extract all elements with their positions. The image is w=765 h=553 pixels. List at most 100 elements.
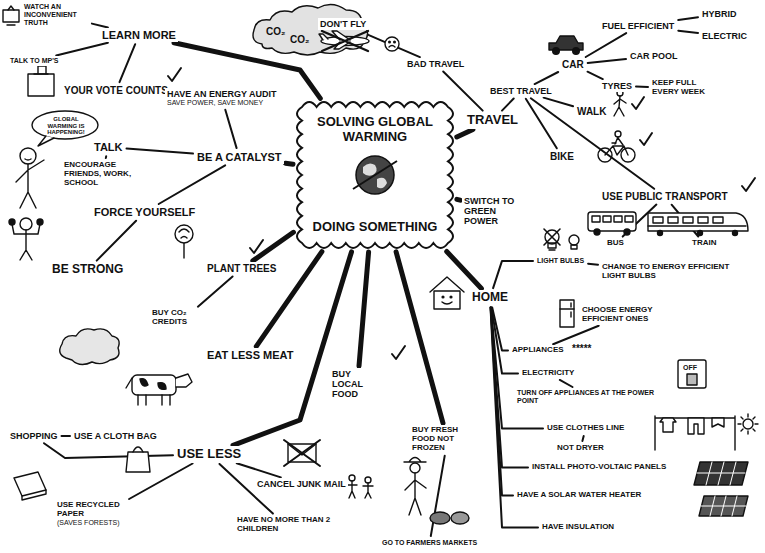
topic-branch-label: BE A CATALYST [195, 150, 284, 164]
topic-text: BEST TRAVEL [490, 86, 552, 96]
topic-text: BUY CO₂ CREDITS [152, 309, 218, 327]
topic-text: BUY FRESH FOOD NOT FROZEN [412, 426, 483, 453]
cloth-bag-icon [126, 447, 150, 472]
topic-text: SWITCH TO GREEN POWER [464, 196, 530, 226]
branch-line [286, 163, 294, 164]
topic-branch-label: PLANT TREES [205, 262, 278, 275]
topic-branch-label: NOT DRYER [555, 443, 606, 454]
branch-line [588, 264, 598, 265]
topic-text: KEEP FULL EVERY WEEK [652, 79, 713, 97]
topic-branch-label: TURN OFF APPLIANCES AT THE POWER POINT [515, 388, 665, 406]
topic-text: INSTALL PHOTO-VOLTAIC PANELS [532, 463, 666, 472]
topic-branch-label: HAVE INSULATION [540, 522, 616, 533]
branch-line [678, 31, 698, 33]
topic-text: USE LESS [177, 447, 241, 462]
branch-line [553, 326, 599, 345]
topic-text: HAVE INSULATION [542, 523, 614, 532]
topic-text: CAR [562, 59, 584, 70]
branch-line [120, 44, 136, 82]
topic-text: CHOOSE ENERGY EFFICIENT ONES [582, 306, 668, 324]
topic-branch-label: YOUR VOTE COUNTS [62, 84, 170, 97]
house-icon [430, 277, 464, 309]
topic-branch-label: TALK TO MP'S [8, 56, 60, 66]
topic-branch-label: BEST TRAVEL [488, 85, 554, 97]
topic-text: BUY LOCAL FOOD [332, 369, 383, 399]
topic-branch-label: SHOPPING [8, 430, 60, 442]
branch-line [491, 307, 513, 495]
topic-text: TURN OFF APPLIANCES AT THE POWER POINT [517, 389, 663, 405]
walker-icon [614, 90, 644, 116]
branch-line [457, 129, 473, 137]
central-cloud: SOLVING GLOBAL WARMINGDOING SOMETHING [295, 100, 455, 250]
cloud-border [297, 102, 453, 248]
topic-branch-label: HOME [470, 290, 510, 305]
topic-branch-label: FUEL EFFICIENT [600, 20, 676, 32]
topic-branch-label: LIGHT BULBS [535, 256, 586, 266]
speech-bubble [32, 111, 98, 139]
branch-line [92, 24, 108, 28]
topic-branch-label: CHANGE TO ENERGY EFFICIENT LIGHT BULBS [600, 262, 740, 282]
topic-text: BAD TRAVEL [407, 59, 464, 69]
topic-text: HYBRID [702, 9, 737, 19]
topic-branch-label: CAR [560, 58, 586, 71]
topic-text: BUS [607, 239, 624, 248]
topic-text: TALK TO MP'S [10, 57, 58, 65]
topic-branch-label: CHOOSE ENERGY EFFICIENT ONES [580, 305, 670, 325]
topic-branch-label: LEARN MORE [100, 28, 178, 42]
topic-text: PLANT TREES [207, 263, 276, 274]
topic-branch-label: HAVE NO MORE THAN 2 CHILDREN [235, 515, 335, 535]
topic-branch-label: USE CLOTHES LINE [545, 423, 626, 434]
branch-line [225, 110, 236, 148]
branch-line [44, 443, 173, 458]
topic-branch-label: USE LESS [175, 446, 243, 463]
gas-label: CO₂ [266, 26, 285, 37]
topic-text: HAVE NO MORE THAN 2 CHILDREN [237, 516, 333, 534]
topic-note: (SAVES FORESTS) [57, 519, 148, 527]
switch-label: OFF [683, 364, 697, 372]
topic-text: FORCE YOURSELF [94, 206, 195, 218]
branch-line [159, 165, 226, 204]
clothes-line-icon [655, 416, 735, 450]
branch-line [97, 221, 136, 261]
check-mark [742, 178, 755, 191]
gas-label: CO₂ [290, 34, 309, 45]
strong-figure-icon [9, 218, 43, 260]
branch-line [560, 380, 573, 387]
topic-branch-label: TALK [92, 140, 125, 154]
branch-line [678, 17, 698, 20]
topic-text: USE A CLOTH BAG [74, 431, 157, 441]
topic-branch-label: TRAVEL [465, 112, 520, 129]
light-bulb-icon [544, 229, 579, 250]
topic-text: LEARN MORE [102, 29, 176, 41]
topic-branch-label: GO TO FARMERS MARKETS [380, 538, 479, 548]
topic-text: WATCH AN INCONVENIENT TRUTH [24, 3, 88, 26]
topic-branch-label: ELECTRIC [700, 30, 749, 42]
topic-branch-label: WALK [575, 105, 608, 118]
branch-line [535, 72, 559, 84]
methane-cloud [60, 329, 119, 365]
rating-stars: ***** [572, 343, 591, 354]
topic-branch-label: APPLIANCES [510, 345, 566, 356]
tv-icon [3, 6, 19, 25]
topic-branch-label: FORCE YOURSELF [92, 205, 197, 219]
topic-text: ENCOURAGE FRIENDS, WORK, SCHOOL [64, 161, 140, 188]
topic-text: CHANGE TO ENERGY EFFICIENT LIGHT BULBS [602, 263, 738, 281]
branch-line [493, 261, 533, 288]
topic-branch-label: HAVE A SOLAR WATER HEATER [515, 490, 643, 501]
topic-text: NOT DRYER [557, 444, 604, 453]
bike-icon [598, 131, 652, 162]
sad-face [385, 37, 399, 51]
smog-cloud [253, 4, 368, 55]
topic-branch-label: TRAIN [690, 238, 718, 249]
branch-line [582, 436, 583, 441]
topic-note: SAVE POWER, SAVE MONEY [167, 99, 277, 107]
cow-icon [126, 374, 192, 405]
junk-mail-icon [284, 440, 320, 466]
branch-line [105, 156, 107, 158]
topic-branch-label: ELECTRICITY [520, 368, 576, 379]
topic-branch-label: HAVE AN ENERGY AUDITSAVE POWER, SAVE MON… [165, 88, 279, 108]
branch-line [359, 252, 369, 366]
topic-text: BIKE [550, 151, 574, 162]
topic-branch-label: CANCEL JUNK MAIL [255, 478, 348, 490]
speech-bubble-tail [38, 136, 54, 146]
